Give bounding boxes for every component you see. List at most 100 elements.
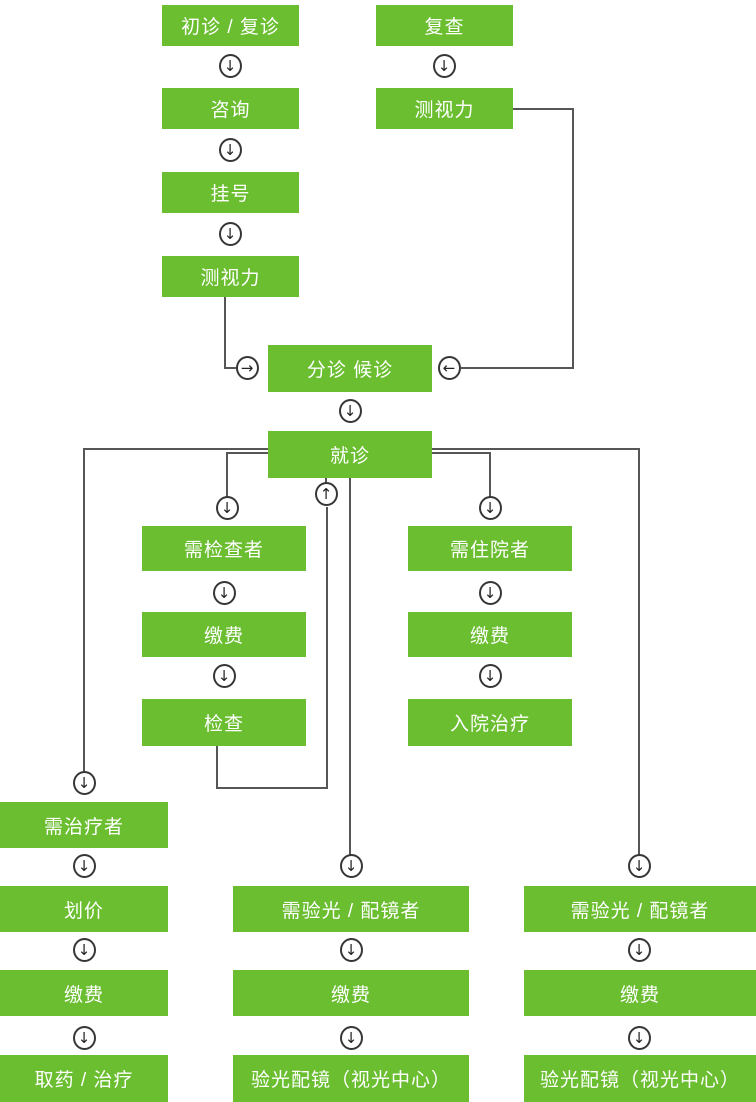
arrow-glyph: ↓: [437, 56, 451, 75]
flow-node-need-examination: 需检查者: [142, 526, 306, 571]
arrow-down-icon: ↓: [218, 138, 242, 162]
flow-node-vision-test-left: 测视力: [162, 256, 299, 297]
arrow-glyph: ↓: [632, 856, 646, 875]
flow-node-label: 缴费: [203, 626, 244, 647]
arrow-glyph: ←: [442, 358, 456, 377]
arrow-down-icon: ↓: [212, 581, 236, 605]
flow-node-registration: 挂号: [162, 172, 299, 213]
connector-line: [349, 478, 351, 855]
connector-line: [326, 507, 328, 789]
arrow-glyph: ↓: [344, 856, 358, 875]
arrow-glyph: ↓: [343, 401, 357, 420]
arrow-down-icon: ↓: [215, 496, 239, 520]
flow-node-recheck: 复查: [376, 5, 513, 46]
connector-line: [226, 452, 228, 497]
arrow-down-icon: ↓: [212, 664, 236, 688]
arrow-left-icon: ←: [437, 356, 461, 380]
flow-node-label: 测视力: [414, 100, 475, 121]
flow-node-optometry-center-right: 验光配镜（视光中心）: [524, 1055, 756, 1102]
flow-node-pricing: 划价: [0, 886, 168, 932]
connector-line: [513, 108, 574, 110]
arrow-down-icon: ↓: [339, 1026, 363, 1050]
flow-node-label: 检查: [203, 714, 244, 735]
arrow-glyph: ↓: [77, 1028, 91, 1047]
flow-node-need-hospitalization: 需住院者: [408, 526, 572, 571]
flow-node-optometry-center-mid: 验光配镜（视光中心）: [233, 1055, 469, 1102]
flow-node-see-doctor: 就诊: [268, 431, 432, 478]
arrow-glyph: ↓: [223, 56, 237, 75]
arrow-down-icon: ↓: [478, 496, 502, 520]
flow-node-need-optometry-mid: 需验光 / 配镜者: [233, 886, 469, 932]
flow-node-pay-hospital: 缴费: [408, 612, 572, 657]
flow-node-vision-test-right: 测视力: [376, 88, 513, 129]
flow-node-admission-treatment: 入院治疗: [408, 699, 572, 746]
connector-line: [83, 448, 85, 772]
connector-line: [572, 108, 574, 369]
arrow-glyph: ↓: [344, 940, 358, 959]
connector-line: [224, 367, 237, 369]
arrow-glyph: ↑: [319, 484, 333, 503]
flow-node-label: 需验光 / 配镜者: [570, 900, 710, 922]
connector-line: [84, 448, 268, 450]
flow-node-label: 划价: [63, 900, 104, 922]
arrow-down-icon: ↓: [338, 399, 362, 423]
arrow-down-icon: ↓: [72, 854, 96, 878]
arrow-right-icon: →: [235, 356, 259, 380]
arrow-down-icon: ↓: [627, 1026, 651, 1050]
connector-line: [216, 746, 218, 789]
arrow-down-icon: ↓: [339, 938, 363, 962]
flow-node-pay-left: 缴费: [0, 970, 168, 1016]
arrow-down-icon: ↓: [627, 854, 651, 878]
flow-node-label: 分诊 候诊: [306, 360, 394, 381]
arrow-glyph: ↓: [344, 1028, 358, 1047]
arrow-glyph: ↓: [483, 498, 497, 517]
flow-node-label: 取药 / 治疗: [34, 1070, 134, 1091]
flow-node-label: 需治疗者: [43, 816, 124, 838]
arrow-down-icon: ↓: [72, 1026, 96, 1050]
flow-node-label: 需住院者: [449, 540, 530, 561]
flow-node-pay-exam: 缴费: [142, 612, 306, 657]
arrow-down-icon: ↓: [478, 581, 502, 605]
arrow-down-icon: ↓: [72, 938, 96, 962]
flow-node-label: 验光配镜（视光中心）: [250, 1070, 451, 1091]
connector-line: [226, 452, 268, 454]
arrow-down-icon: ↓: [627, 938, 651, 962]
connector-line: [489, 452, 491, 497]
flow-node-label: 初诊 / 复诊: [181, 17, 280, 38]
arrow-glyph: ↓: [217, 666, 231, 685]
arrow-glyph: ↓: [217, 583, 231, 602]
arrow-glyph: →: [240, 358, 254, 377]
flow-node-examination: 检查: [142, 699, 306, 746]
arrow-down-icon: ↓: [218, 222, 242, 246]
arrow-up-icon: ↑: [314, 482, 338, 506]
arrow-glyph: ↓: [220, 498, 234, 517]
flow-node-need-treatment: 需治疗者: [0, 802, 168, 848]
flow-node-triage-waiting: 分诊 候诊: [268, 345, 432, 392]
arrow-glyph: ↓: [632, 940, 646, 959]
flow-node-label: 复查: [424, 17, 465, 38]
arrow-down-icon: ↓: [339, 854, 363, 878]
connector-line: [432, 452, 491, 454]
arrow-glyph: ↓: [223, 140, 237, 159]
connector-line: [325, 478, 327, 483]
flow-node-label: 咨询: [210, 100, 251, 121]
flow-node-label: 就诊: [329, 446, 370, 467]
arrow-glyph: ↓: [483, 666, 497, 685]
flow-node-consultation: 咨询: [162, 88, 299, 129]
flow-node-label: 验光配镜（视光中心）: [539, 1070, 740, 1091]
arrow-glyph: ↓: [77, 940, 91, 959]
flow-node-pay-right: 缴费: [524, 970, 756, 1016]
arrow-glyph: ↓: [77, 773, 91, 792]
flow-node-pay-mid: 缴费: [233, 970, 469, 1016]
flow-node-label: 缴费: [469, 626, 510, 647]
flow-node-label: 入院治疗: [449, 714, 530, 735]
flow-node-label: 测视力: [200, 268, 261, 289]
flow-node-label: 缴费: [330, 984, 371, 1006]
connector-line: [216, 787, 328, 789]
arrow-glyph: ↓: [77, 856, 91, 875]
flow-node-first-or-return-visit: 初诊 / 复诊: [162, 5, 299, 46]
flow-node-label: 缴费: [63, 984, 104, 1006]
connector-line: [638, 448, 640, 855]
arrow-down-icon: ↓: [218, 54, 242, 78]
